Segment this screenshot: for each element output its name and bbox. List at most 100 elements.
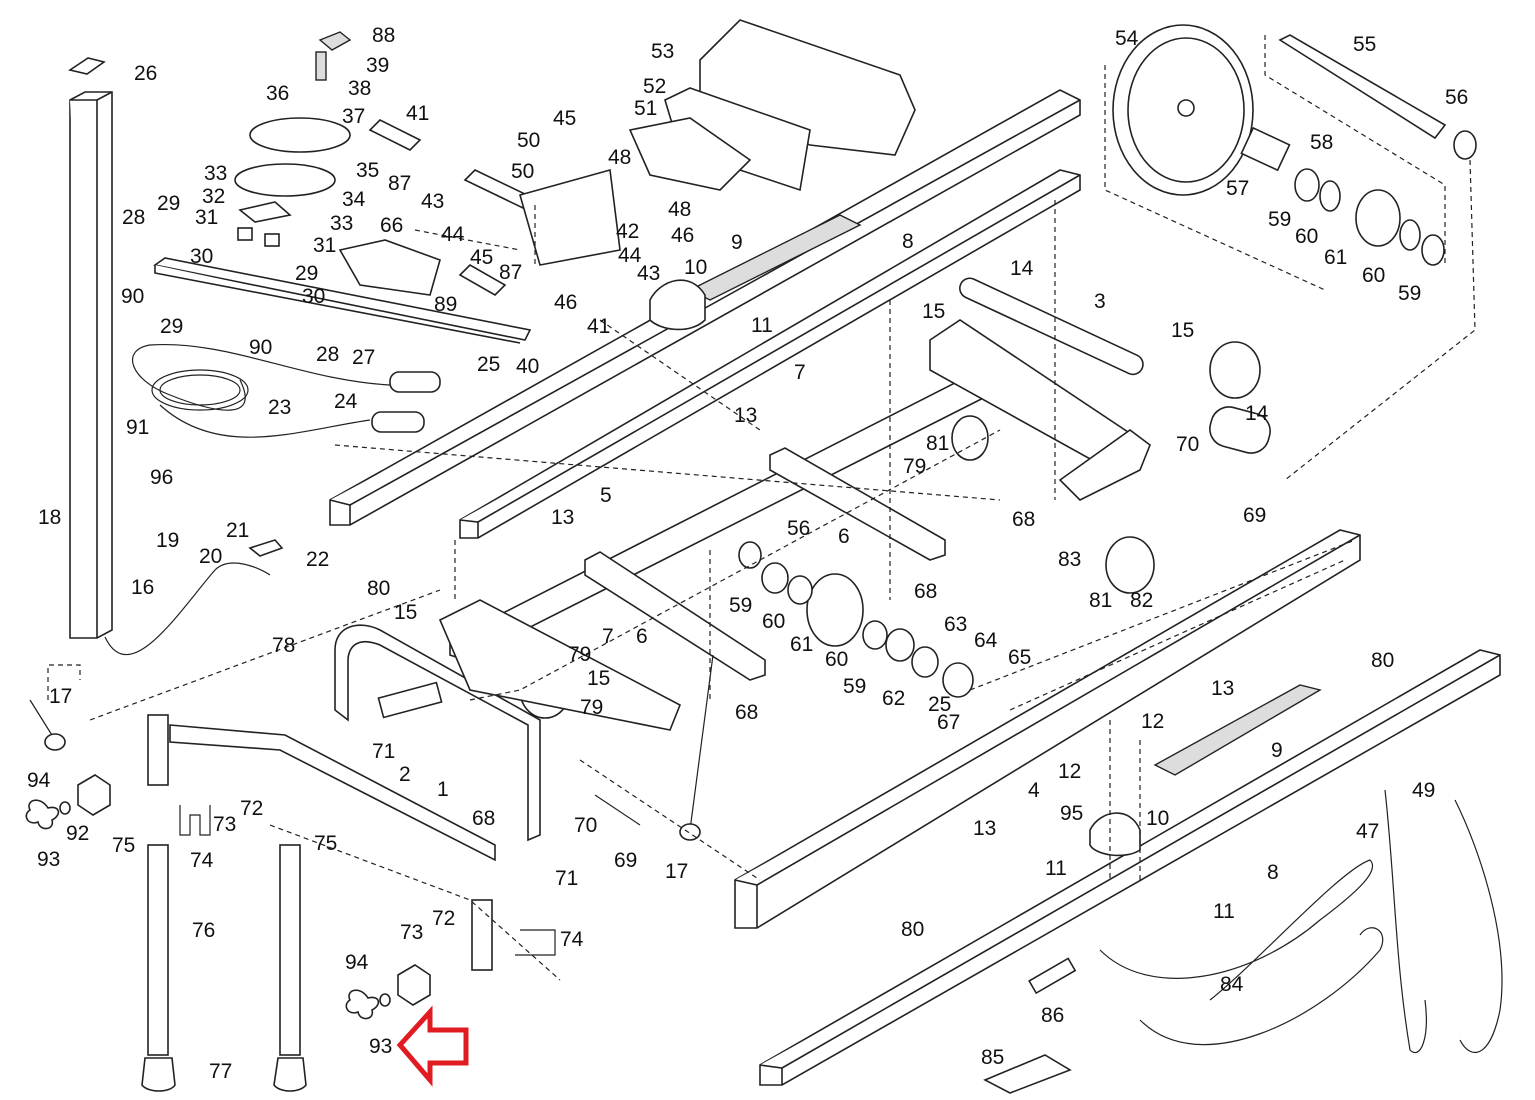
- part-label-31: 31: [313, 234, 336, 257]
- part-label-87: 87: [499, 261, 522, 284]
- part-label-71: 71: [372, 740, 395, 763]
- part-label-80: 80: [367, 577, 390, 600]
- part-label-68: 68: [472, 807, 495, 830]
- part-label-90: 90: [249, 336, 272, 359]
- part-label-69: 69: [614, 849, 637, 872]
- arm-27: [153, 239, 532, 344]
- part-label-76: 76: [192, 919, 215, 942]
- part-label-55: 55: [1353, 33, 1376, 56]
- rails-lower: [734, 529, 1501, 1086]
- part-label-31: 31: [195, 206, 218, 229]
- part-label-67: 67: [937, 711, 960, 734]
- part-label-95: 95: [1060, 802, 1083, 825]
- part-label-81: 81: [1089, 589, 1112, 612]
- main-frame: [449, 277, 1151, 681]
- part-label-16: 16: [131, 576, 154, 599]
- part-label-5: 5: [600, 484, 612, 507]
- part-label-10: 10: [684, 256, 707, 279]
- part-label-80: 80: [901, 918, 924, 941]
- part-label-39: 39: [366, 54, 389, 77]
- part-label-13: 13: [734, 404, 757, 427]
- part-label-41: 41: [587, 315, 610, 338]
- part-label-8: 8: [902, 230, 914, 253]
- part-label-61: 61: [790, 633, 813, 656]
- highlight-arrow: [396, 1005, 469, 1087]
- part-label-93: 93: [37, 848, 60, 871]
- part-label-96: 96: [150, 466, 173, 489]
- part-label-59: 59: [729, 594, 752, 617]
- part-label-69: 69: [1243, 504, 1266, 527]
- part-label-60: 60: [825, 648, 848, 671]
- part-label-29: 29: [160, 315, 183, 338]
- part-label-42: 42: [616, 220, 639, 243]
- part-label-25: 25: [928, 693, 951, 716]
- part-label-56: 56: [787, 517, 810, 540]
- part-label-70: 70: [1176, 433, 1199, 456]
- part-label-44: 44: [618, 244, 642, 267]
- part-label-59: 59: [843, 675, 866, 698]
- part-label-43: 43: [637, 262, 660, 285]
- console: [628, 19, 916, 192]
- part-label-15: 15: [922, 300, 945, 323]
- part-label-18: 18: [38, 506, 61, 529]
- part-labels: 8839383637263534333332313129283090293029…: [27, 24, 1468, 1083]
- part-label-13: 13: [551, 506, 574, 529]
- part-label-15: 15: [1171, 319, 1194, 342]
- upright-post: [68, 57, 113, 639]
- part-label-4: 4: [1028, 779, 1040, 802]
- part-label-79: 79: [903, 455, 926, 478]
- part-label-21: 21: [226, 519, 249, 542]
- part-label-94: 94: [27, 769, 51, 792]
- part-label-62: 62: [882, 687, 905, 710]
- part-label-6: 6: [838, 525, 850, 548]
- part-label-22: 22: [306, 548, 329, 571]
- part-label-1: 1: [437, 778, 449, 801]
- part-label-47: 47: [1356, 820, 1379, 843]
- part-label-9: 9: [1271, 739, 1283, 762]
- part-label-61: 61: [1324, 246, 1347, 269]
- part-label-65: 65: [1008, 646, 1031, 669]
- part-label-52: 52: [643, 75, 666, 98]
- part-label-9: 9: [731, 231, 743, 254]
- part-label-71: 71: [555, 867, 578, 890]
- part-label-11: 11: [1213, 900, 1235, 923]
- part-label-86: 86: [1041, 1004, 1064, 1027]
- part-label-70: 70: [574, 814, 597, 837]
- part-label-93: 93: [369, 1035, 392, 1058]
- part-label-51: 51: [634, 97, 657, 120]
- part-label-79: 79: [580, 696, 603, 719]
- part-label-54: 54: [1115, 27, 1139, 50]
- part-label-12: 12: [1058, 760, 1081, 783]
- part-label-91: 91: [126, 416, 149, 439]
- part-label-7: 7: [794, 361, 806, 384]
- part-label-6: 6: [636, 625, 648, 648]
- part-label-48: 48: [608, 146, 631, 169]
- part-label-72: 72: [432, 907, 455, 930]
- part-label-13: 13: [1211, 677, 1234, 700]
- part-label-7: 7: [602, 625, 614, 648]
- part-label-32: 32: [202, 185, 225, 208]
- part-label-64: 64: [974, 629, 998, 652]
- part-label-73: 73: [400, 921, 423, 944]
- part-label-66: 66: [380, 214, 403, 237]
- part-label-24: 24: [334, 390, 358, 413]
- part-label-25: 25: [477, 353, 500, 376]
- part-label-17: 17: [49, 685, 72, 708]
- fasteners: [29, 539, 714, 841]
- part-label-8: 8: [1267, 861, 1279, 884]
- part-label-15: 15: [394, 601, 417, 624]
- part-label-85: 85: [981, 1046, 1004, 1069]
- part-label-50: 50: [517, 129, 540, 152]
- part-label-59: 59: [1268, 208, 1291, 231]
- part-label-74: 74: [190, 849, 214, 872]
- part-label-68: 68: [1012, 508, 1035, 531]
- part-label-33: 33: [204, 162, 227, 185]
- part-label-40: 40: [516, 355, 539, 378]
- part-label-46: 46: [554, 291, 577, 314]
- part-label-12: 12: [1141, 710, 1164, 733]
- part-label-26: 26: [134, 62, 157, 85]
- part-label-45: 45: [553, 107, 576, 130]
- part-label-36: 36: [266, 82, 289, 105]
- part-label-77: 77: [209, 1060, 232, 1083]
